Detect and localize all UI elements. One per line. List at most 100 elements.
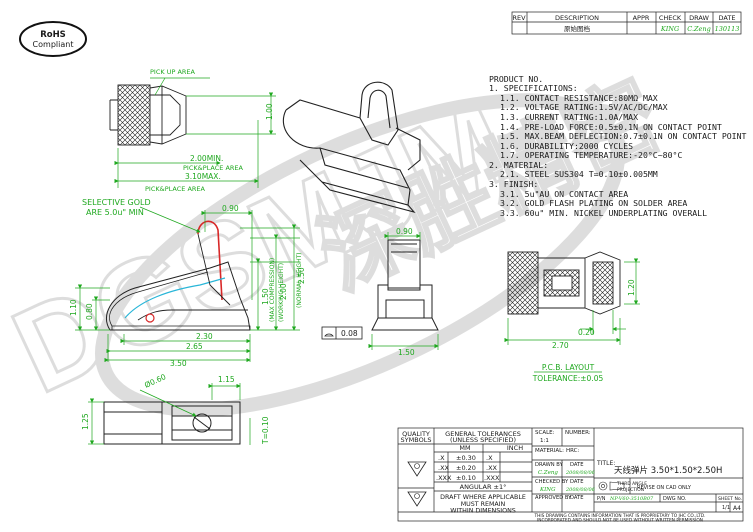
scale-value: 1:1 — [540, 438, 549, 444]
max-compression-label: (MAX COMPRESSION) — [269, 258, 276, 322]
selective-gold-label-2: ARE 5.0u" MIN — [86, 208, 144, 217]
dim-1-50: 1.50 — [261, 288, 270, 305]
isometric-view — [282, 81, 421, 213]
dim-1-15: 1.15 — [218, 375, 235, 384]
pick-place-label-1: PICK&PLACE AREA — [183, 164, 244, 172]
dim-1-50-b: 1.50 — [398, 348, 415, 357]
dim-0-90-b: 0.90 — [396, 227, 413, 236]
pcb-layout-labels: 1.20 0.20 2.70 P.C.B. LAYOUT TOLERANCE:±… — [532, 279, 636, 383]
compliant-label: Compliant — [33, 40, 74, 49]
bottom-view — [103, 401, 241, 445]
top-view-dims — [114, 77, 276, 188]
pick-place-label-2: PICK&PLACE AREA — [145, 185, 206, 193]
draft-line-1: DRAFT WHERE APPLICABLE — [440, 494, 526, 501]
sheet-no-label: SHEET No. — [718, 496, 742, 502]
third-angle-symbol — [598, 481, 625, 491]
revision-table — [511, 11, 742, 35]
spec-line: 1.7. OPERATING TEMPERATURE:-20°C~80°C — [500, 150, 682, 160]
revision-table-text: REV DESCRIPTION APPR CHECK DRAW DATE 原始图… — [512, 14, 739, 33]
rev-check: KING — [660, 25, 679, 33]
paper-size: A4 — [733, 505, 741, 512]
appr-header: APPR — [633, 14, 650, 22]
description-header: DESCRIPTION — [555, 14, 599, 22]
tol-xxx: .XXX — [436, 474, 452, 482]
tol-x-mm: ±0.30 — [456, 454, 476, 462]
flatness-callout: 0.08 — [321, 326, 363, 340]
title-value: 天线弹片 3.50*1.50*2.50H — [614, 465, 722, 476]
front-view-labels: 0.90 1.50 — [396, 227, 415, 357]
dim-2-65: 2.65 — [186, 342, 203, 351]
footer-line-2: INCORPORATED AND SHOULD NOT BE USED WITH… — [537, 517, 703, 523]
material-label: MATERIAL: — [535, 448, 564, 454]
dim-2-50: 2.50 — [297, 267, 306, 284]
mm-header: MM — [459, 444, 470, 452]
draft-line-2: MUST REMAIN — [461, 501, 506, 508]
drawn-date: 2008/08/06 — [565, 470, 596, 476]
title-block-frame — [397, 427, 744, 522]
quality-label: QUALITY — [402, 430, 430, 438]
third-angle-line-2: PROJECTION — [617, 487, 644, 493]
spec-line: 2.1. STEEL SUS304 T=0.10±0.005MM — [500, 169, 658, 179]
unless-specified-label: (UNLESS SPECIFIED) — [450, 436, 516, 444]
pcb-layout-title: P.C.B. LAYOUT — [542, 363, 595, 372]
part-no-label: P/N — [597, 496, 606, 502]
quality-symbol-1 — [407, 461, 427, 477]
tol-xxx-inch: .XXX — [484, 474, 500, 482]
pcb-tolerance: TOLERANCE:±0.05 — [532, 374, 604, 383]
scale-label: SCALE: — [535, 430, 555, 436]
rev-draw: C.Zeng — [687, 25, 711, 33]
dim-0-08: 0.08 — [341, 329, 358, 338]
number-label: NUMBER: — [565, 430, 591, 436]
rohs-badge: RoHS Compliant — [19, 21, 87, 57]
tol-x-inch: .X — [486, 454, 493, 462]
checked-by-label: CHECKED BY — [535, 479, 569, 485]
tol-x: .X — [438, 454, 445, 462]
spec-line: 3.3. 60u" MIN. NICKEL UNDERPLATING OVERA… — [500, 208, 707, 218]
revise-note: REVISE ON CAD ONLY — [637, 485, 692, 491]
dim-1-10: 1.10 — [69, 299, 78, 316]
working-height-label: (WORKING HEIGHT) — [278, 263, 285, 322]
tol-xx-mm: ±0.20 — [456, 464, 476, 472]
rev-description: 原始图档 — [564, 24, 590, 33]
checked-date: 2008/08/06 — [565, 487, 596, 493]
dim-1-00: 1.00 — [265, 103, 274, 120]
dim-3-10-max: 3.10MAX. — [185, 172, 221, 181]
draw-header: DRAW — [689, 14, 709, 22]
spec-line: 3. FINISH: — [489, 179, 538, 189]
dim-2-00-min: 2.00MIN. — [190, 154, 223, 163]
title-label: TITLE: — [596, 460, 615, 467]
spec-line: PRODUCT NO. — [489, 74, 543, 84]
selective-gold-label-1: SELECTIVE GOLD — [82, 198, 151, 207]
spec-line: 3.1. 5u"AU ON CONTACT AREA — [500, 189, 628, 199]
dim-2-00: 2.00 — [279, 283, 288, 300]
thickness-t-0-10: T=0.10 — [261, 416, 270, 445]
title-block-text: QUALITY SYMBOLS GENERAL TOLERANCES (UNLE… — [401, 430, 743, 523]
tol-xx-inch: .XX — [486, 464, 498, 472]
side-view-dims — [75, 206, 300, 363]
hrc-label: HRC: — [566, 448, 580, 454]
top-view-labels: PICK UP AREA 1.00 2.00MIN. PICK&PLACE AR… — [145, 68, 274, 193]
drawn-date-label: DATE — [570, 462, 584, 468]
dim-0-80: 0.80 — [85, 303, 94, 320]
draft-line-3: WITHIN DIMENSIONS — [450, 508, 516, 515]
pick-up-area-label: PICK UP AREA — [150, 68, 196, 76]
quality-symbol-2 — [407, 491, 427, 507]
checked-date-label: DATE — [570, 479, 584, 485]
third-angle-line-1: THIRD ANGLE — [616, 481, 647, 487]
dwg-no-label: DWG NO. — [663, 496, 687, 502]
dim-0-90-a: 0.90 — [222, 204, 239, 213]
spec-line: 1.1. CONTACT RESISTANCE:80MΩ MAX — [500, 93, 658, 103]
pcb-layout-dims — [504, 258, 640, 345]
spec-notes: PRODUCT NO. 1. SPECIFICATIONS: 1.1. CONT… — [489, 74, 747, 218]
checked-by-name: KING — [539, 487, 556, 493]
dim-2-30: 2.30 — [196, 332, 213, 341]
dim-phi-0-60: Ø0.60 — [143, 372, 167, 390]
general-tol-label: GENERAL TOLERANCES — [445, 430, 521, 438]
rev-date: 130113 — [715, 25, 740, 33]
top-view — [109, 84, 187, 146]
rev-header: REV — [512, 14, 526, 22]
rohs-label: RoHS — [40, 30, 66, 40]
bottom-view-dims — [88, 383, 251, 445]
spec-line: 1.4. PRE-LOAD FORCE:0.5±0.1N ON CONTACT … — [500, 122, 722, 132]
